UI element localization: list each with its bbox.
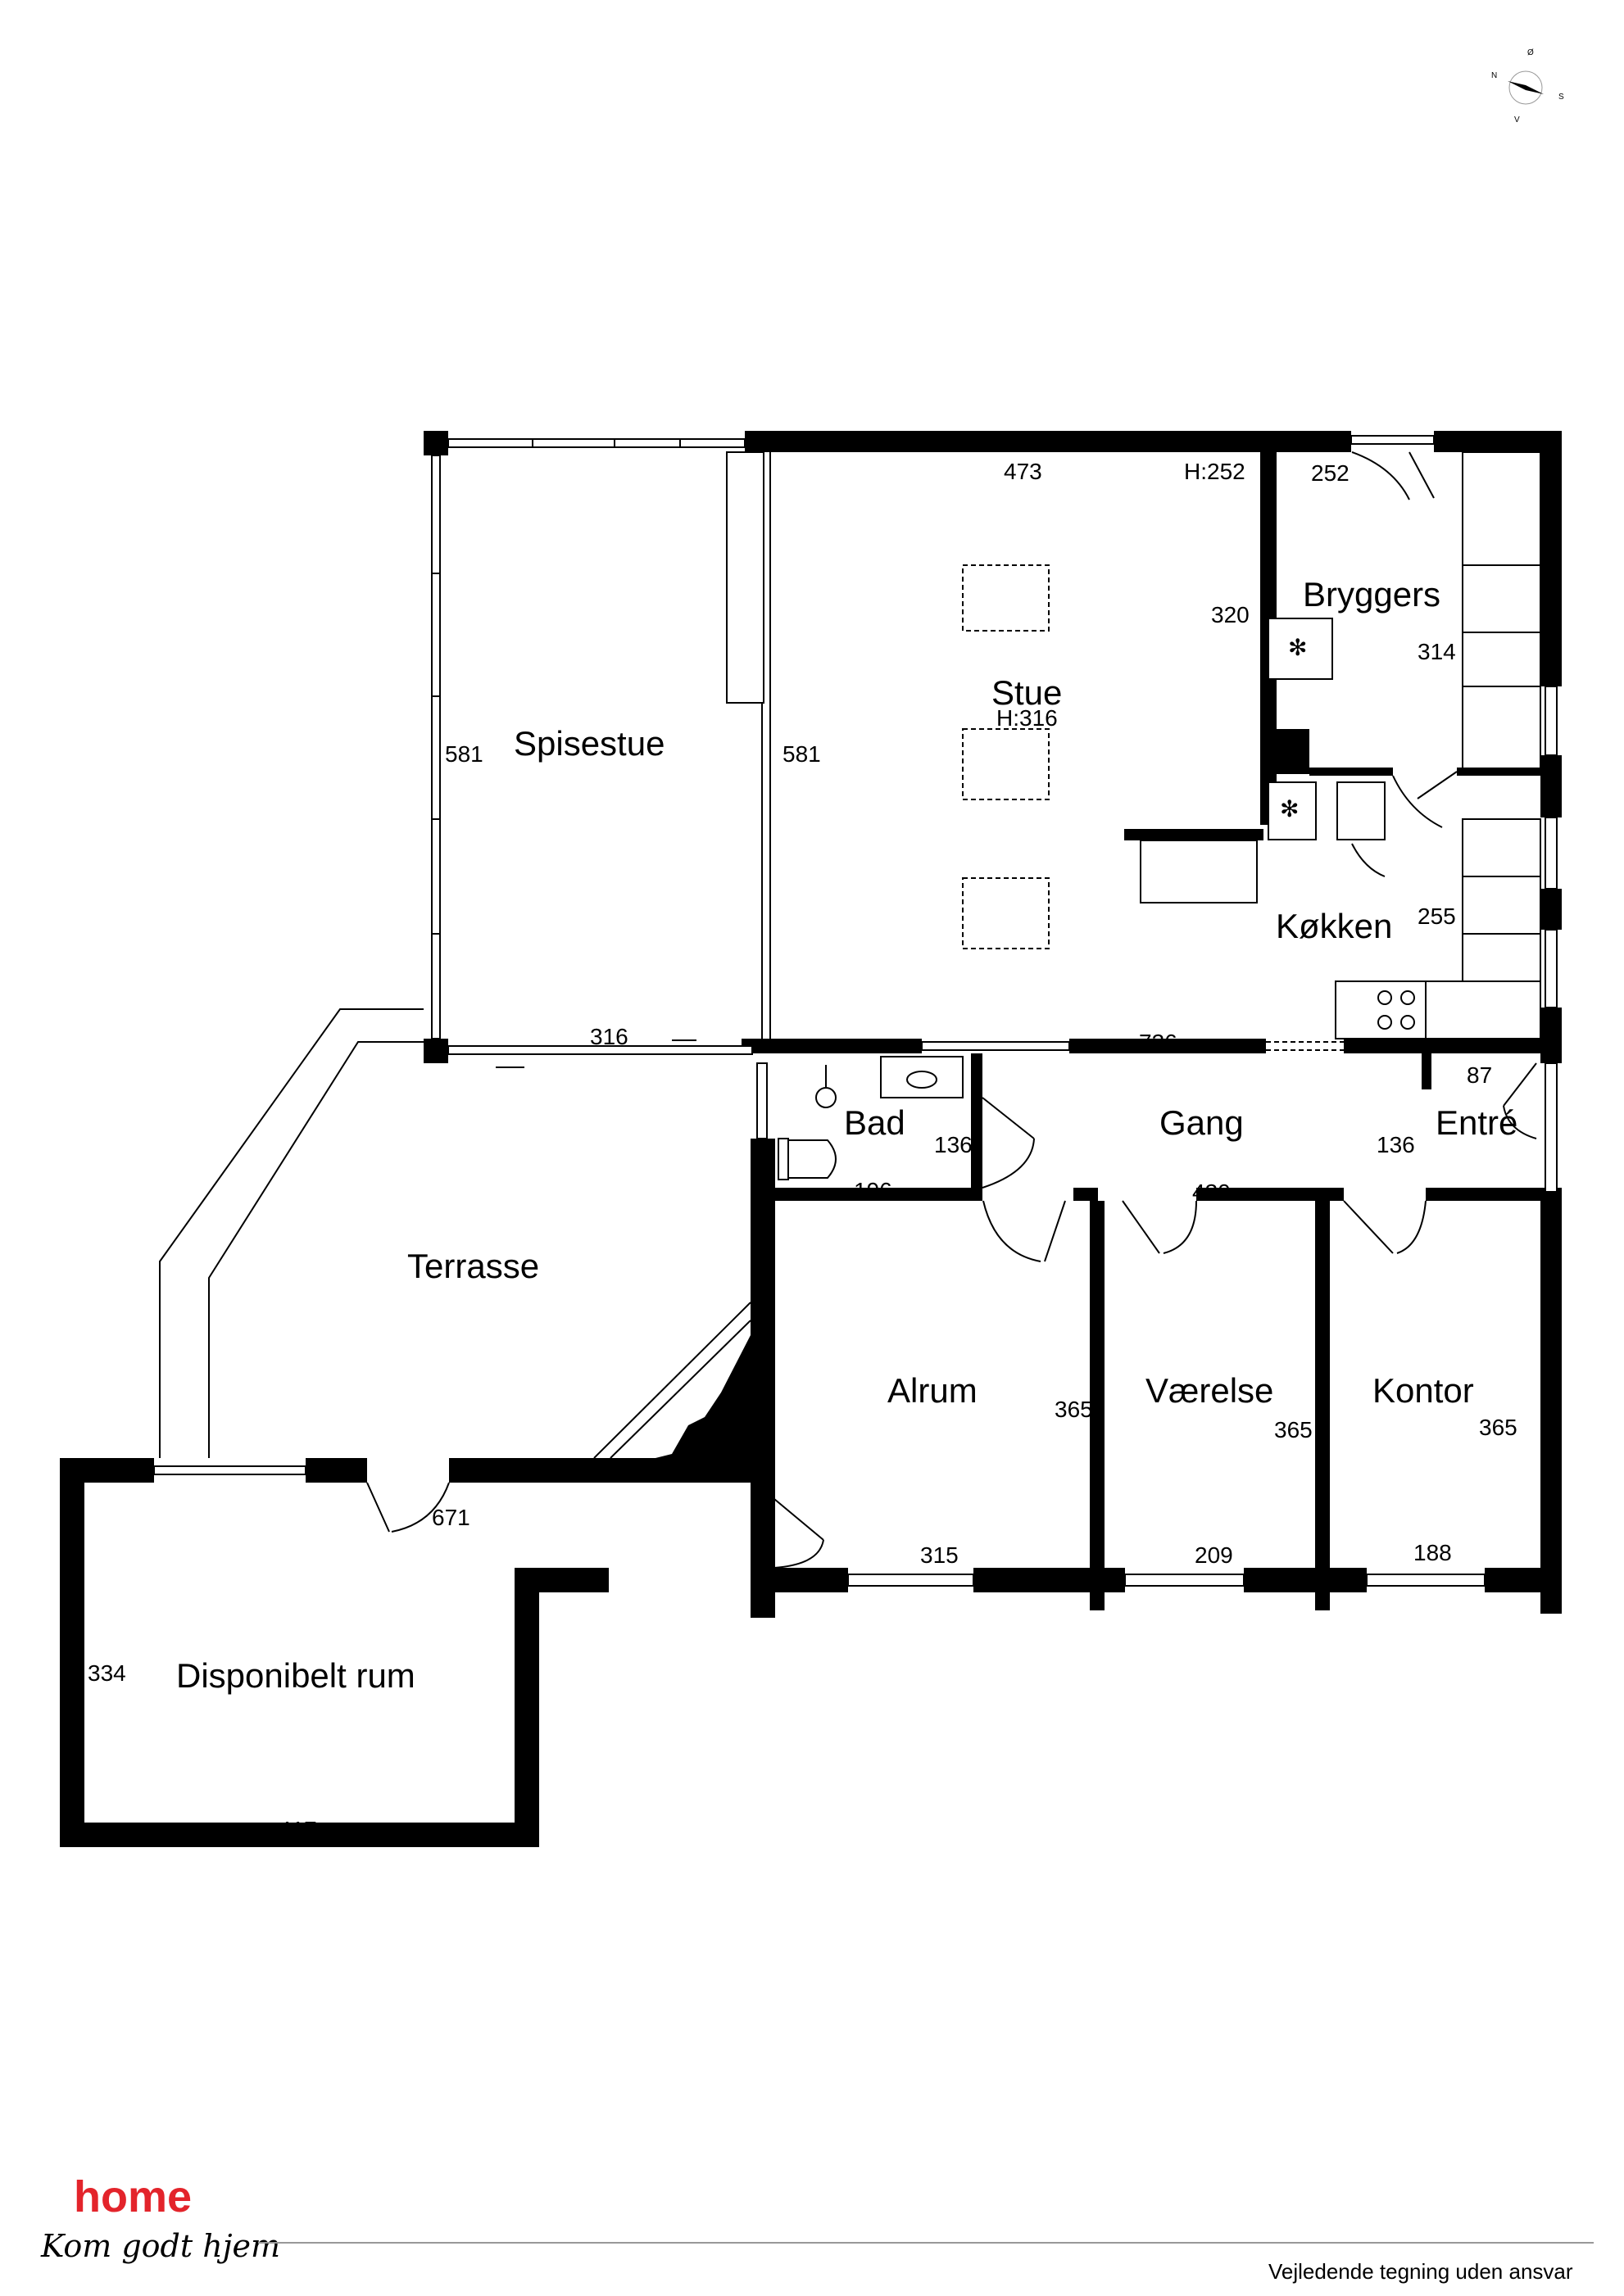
brand-logo: home [74, 2172, 192, 2221]
dim-spisestue-bottom: 316 [590, 1024, 628, 1049]
room-label-vaerelse: Værelse [1145, 1371, 1273, 1410]
dim-vaerelse-bottom: 209 [1195, 1542, 1233, 1568]
fixtures: ✻ ✻ [778, 451, 1541, 1180]
room-label-spisestue: Spisestue [514, 724, 665, 763]
dim-disponibelt-bottom: 417 [279, 1817, 317, 1842]
dim-bryggers-top: 252 [1311, 460, 1350, 486]
dim-entre-top: 87 [1467, 1062, 1492, 1088]
room-label-terrasse: Terrasse [407, 1247, 539, 1285]
room-label-disponibelt: Disponibelt rum [176, 1656, 415, 1695]
windows [153, 435, 1558, 1587]
room-label-gang: Gang [1159, 1103, 1244, 1142]
dim-bad-bottom: 196 [854, 1178, 892, 1203]
room-labels: Spisestue Stue H:316 Bryggers Køkken Bad… [176, 575, 1517, 1695]
dim-vaerelse-right: 365 [1274, 1417, 1313, 1442]
dim-stue-corner-height: H:252 [1184, 459, 1245, 484]
room-stue-height: H:316 [996, 705, 1058, 731]
room-label-stue: Stue [991, 673, 1062, 712]
compass-o: Ø [1527, 48, 1534, 57]
dim-entre-left: 136 [1377, 1132, 1415, 1157]
svg-text:✻: ✻ [1280, 796, 1299, 822]
svg-text:✻: ✻ [1288, 635, 1307, 660]
dim-kontor-right: 365 [1479, 1415, 1517, 1440]
room-label-kokken: Køkken [1276, 907, 1392, 945]
disclaimer-text: Vejledende tegning uden ansvar [1268, 2259, 1573, 2284]
dim-kokken-right: 255 [1418, 903, 1456, 929]
room-label-kontor: Kontor [1372, 1371, 1474, 1410]
dim-spisestue-right: 581 [783, 741, 821, 767]
footer: home Kom godt hjem Vejledende tegning ud… [40, 2172, 1594, 2284]
compass-n: N [1491, 71, 1497, 80]
dim-spisestue-left: 581 [445, 741, 483, 767]
doors [366, 451, 1537, 1569]
room-label-bryggers: Bryggers [1303, 575, 1440, 614]
dim-bryggers-left: 320 [1211, 602, 1250, 627]
room-label-alrum: Alrum [887, 1371, 978, 1410]
walls [60, 431, 1562, 1847]
compass-s: S [1558, 93, 1564, 102]
dim-alrum-right: 365 [1055, 1397, 1093, 1422]
compass: N Ø S V [1491, 48, 1564, 125]
dim-bryggers-right: 314 [1418, 639, 1456, 664]
dim-kontor-bottom: 188 [1413, 1540, 1452, 1565]
room-label-bad: Bad [844, 1103, 905, 1142]
dim-disponibelt-left: 334 [88, 1660, 126, 1686]
compass-v: V [1514, 115, 1520, 125]
dim-gang-top: 736 [1139, 1030, 1177, 1055]
dim-stue-top: 473 [1004, 459, 1042, 484]
terrasse-outline [159, 1008, 751, 1459]
dimension-labels: 473 H:252 252 320 314 581 581 255 316 73… [88, 459, 1517, 1842]
dim-alrum-bottom: 315 [920, 1542, 959, 1568]
room-label-entre: Entré [1436, 1103, 1517, 1142]
brand-slogan: Kom godt hjem [40, 2228, 280, 2264]
dim-bad-right: 136 [934, 1132, 973, 1157]
dim-gang-bottom: 430 [1192, 1180, 1231, 1205]
dim-terrasse-door: 671 [432, 1505, 470, 1530]
